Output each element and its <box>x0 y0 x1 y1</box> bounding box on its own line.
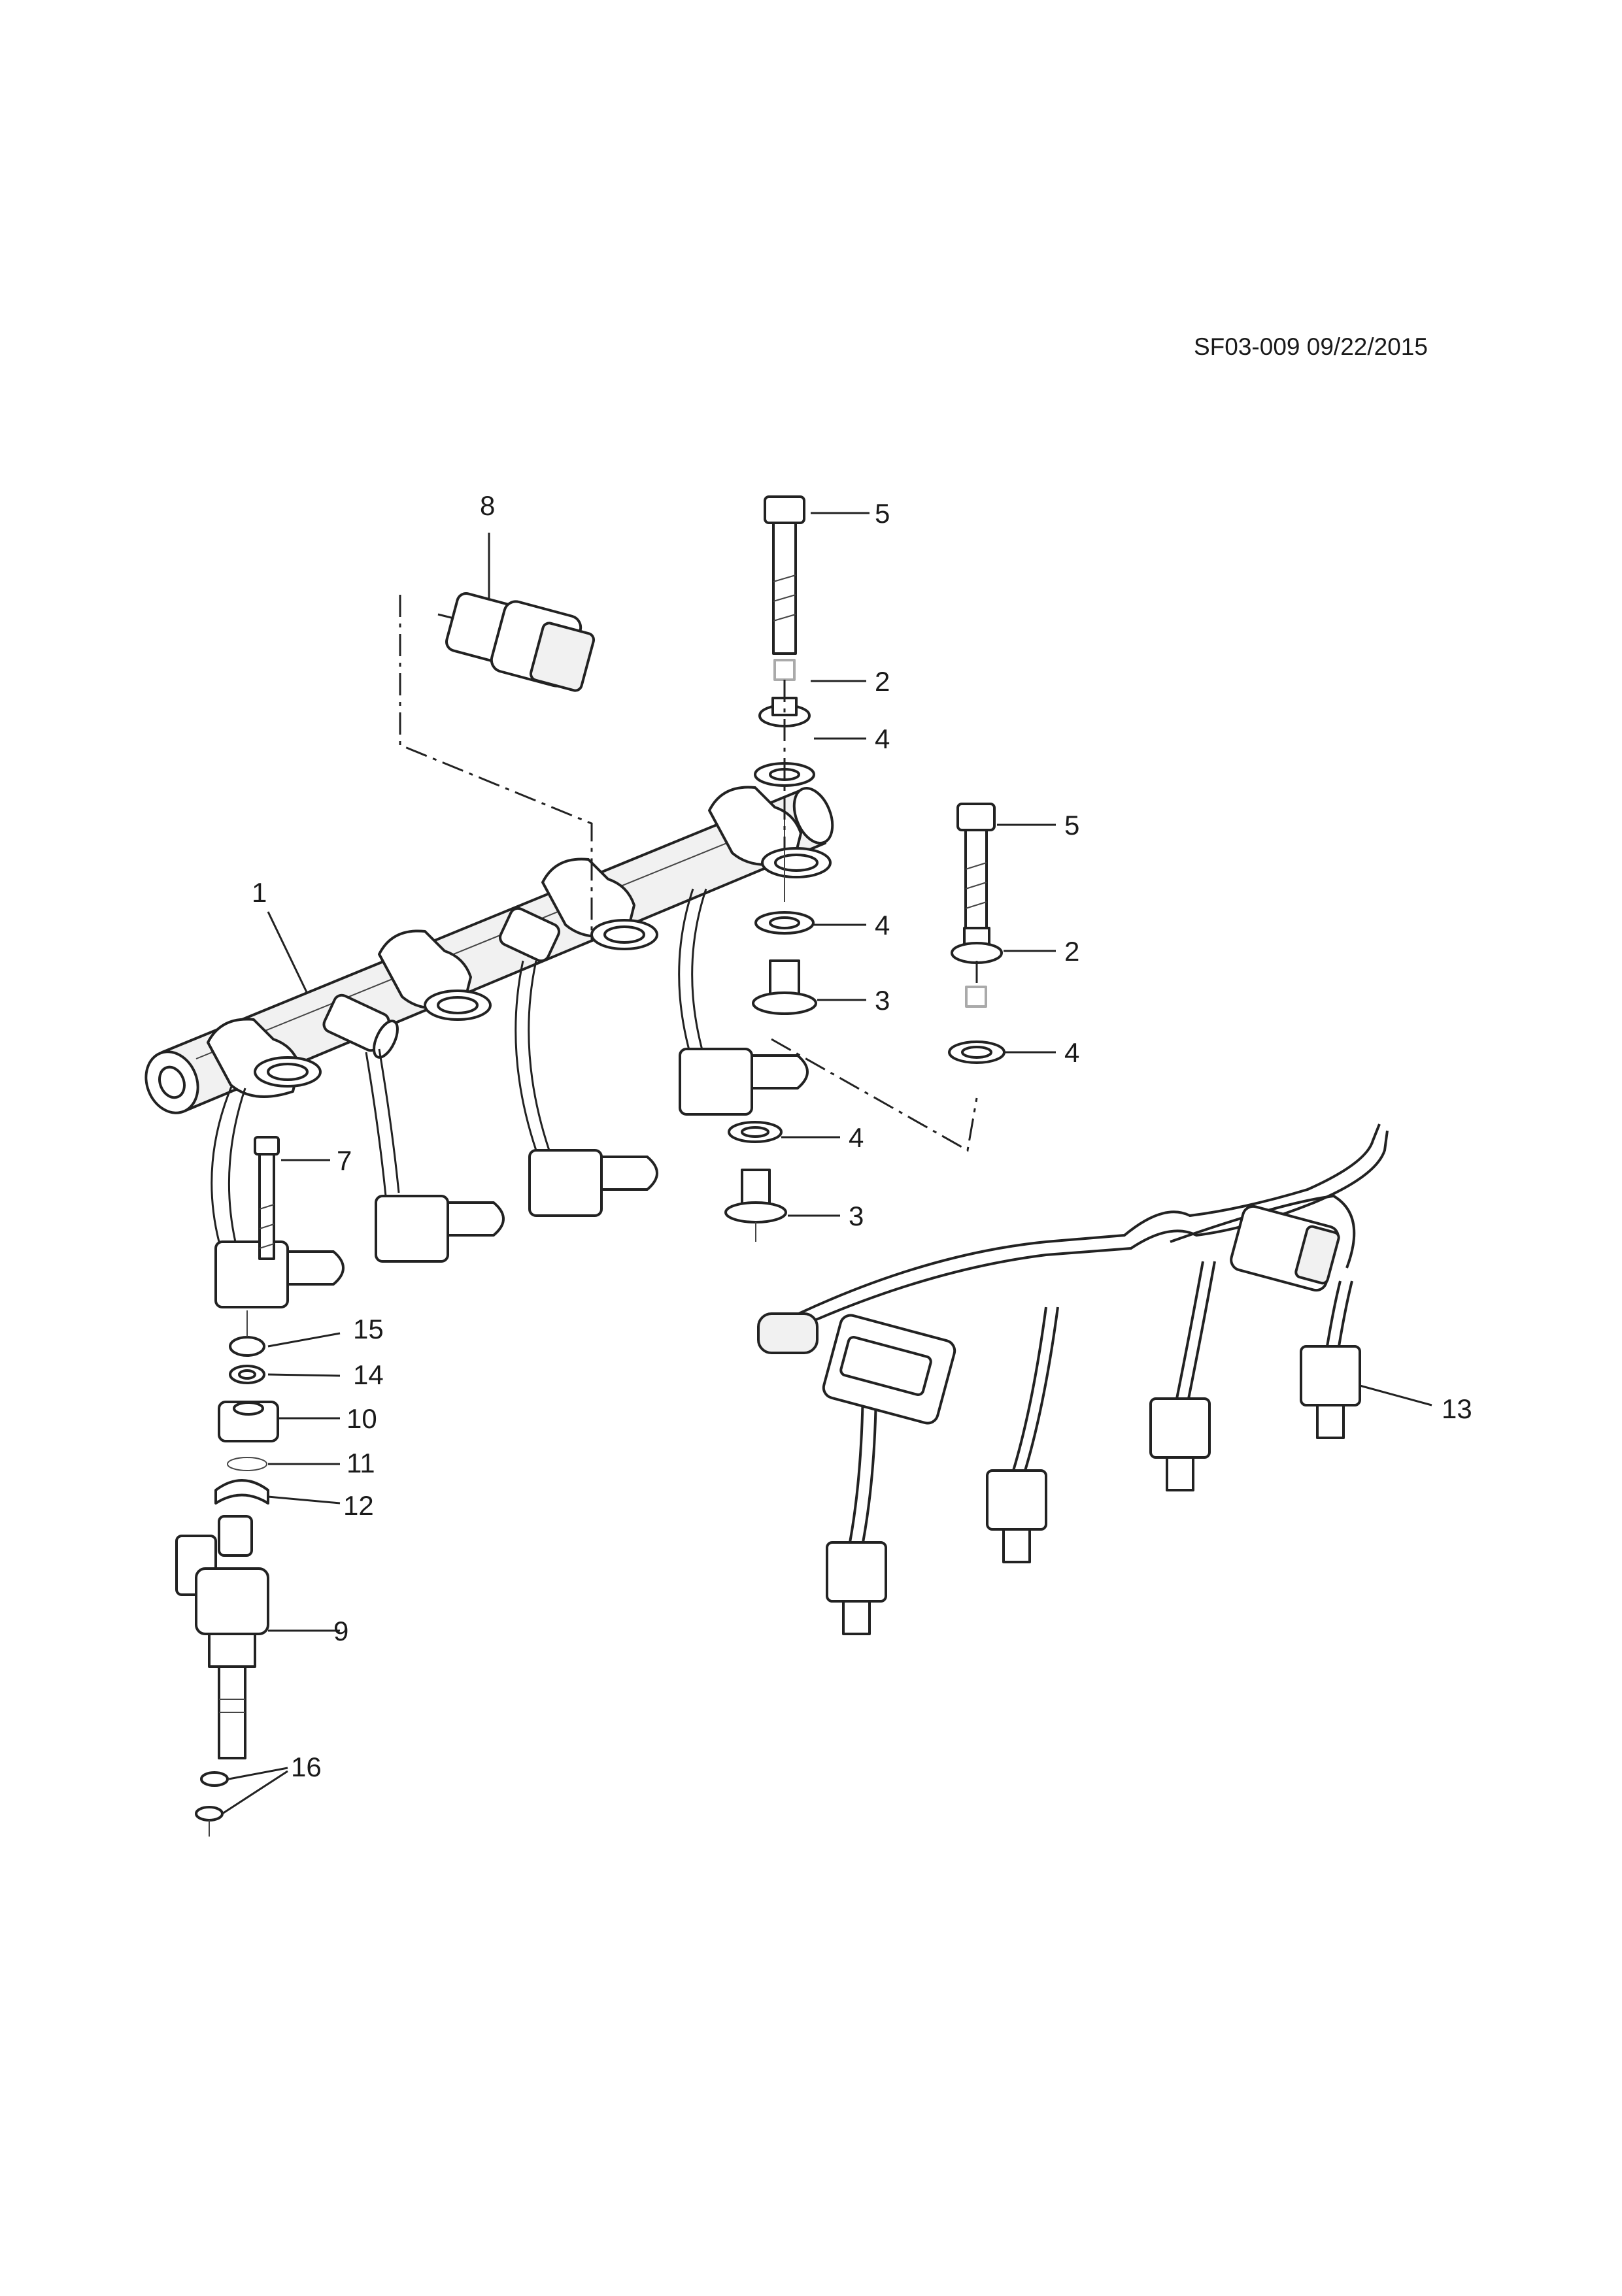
callout-4b: 4 <box>875 910 890 940</box>
callout-12: 11 <box>346 1448 375 1478</box>
callout-2b: 2 <box>1064 936 1079 967</box>
callout-8: 8 <box>480 490 495 521</box>
callout-9: 13 <box>1442 1393 1472 1424</box>
bolt-stack-upper <box>752 495 817 1015</box>
callout-5b: 5 <box>1064 810 1079 840</box>
callout-14: 14 <box>353 1359 384 1390</box>
callout-13: 12 <box>343 1490 374 1521</box>
callout-3b: 3 <box>849 1201 864 1231</box>
callout-4d: 4 <box>1064 1037 1079 1068</box>
fuel-rail <box>144 786 834 1308</box>
bolt-stack-right <box>948 803 1005 1064</box>
callout-4a: 4 <box>875 724 890 754</box>
assembly-lines <box>399 595 978 1152</box>
callout-2a: 2 <box>875 666 890 697</box>
callout-4c: 4 <box>849 1122 864 1153</box>
callout-15: 15 <box>353 1314 384 1344</box>
callout-7: 7 <box>337 1145 352 1176</box>
callout-11: 10 <box>346 1403 377 1434</box>
document-code: SF03-009 09/22/2015 <box>1194 333 1428 360</box>
callout-3a: 3 <box>875 985 890 1016</box>
callout-10: 9 <box>333 1616 348 1646</box>
callout-16: 16 <box>291 1752 322 1782</box>
leader-lines <box>222 512 1432 1815</box>
injector-column <box>175 1136 280 1837</box>
callout-numbers: 8 1 5 2 4 4 3 5 2 4 4 3 7 15 14 10 11 12… <box>252 490 1472 1782</box>
pressure-sensor <box>437 592 596 692</box>
callout-1: 1 <box>252 877 267 908</box>
bolt-stack-lower <box>724 1121 787 1242</box>
wiring-harness <box>757 1123 1389 1635</box>
callout-5a: 5 <box>875 498 890 529</box>
